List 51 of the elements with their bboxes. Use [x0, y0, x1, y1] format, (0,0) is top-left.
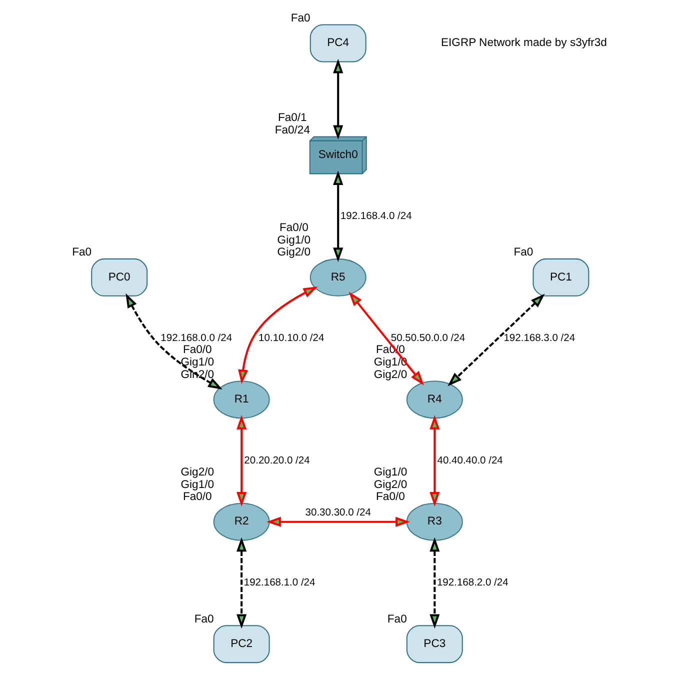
edge-label: 20.20.20.0 /24 [244, 455, 310, 466]
node-ellipse: R2 [212, 502, 270, 541]
node-label: Fa0 [513, 246, 533, 259]
node-box: PC2 [212, 625, 270, 664]
arrow [236, 415, 246, 506]
arrow [236, 537, 246, 629]
arrow [429, 537, 440, 629]
node-label: Fa0/0 [376, 491, 404, 504]
node-label: Fa0/24 [274, 124, 310, 136]
arrow [447, 294, 544, 386]
node-label: Fa0/0 [279, 222, 308, 234]
arrow [238, 286, 318, 384]
node-label: Fa0 [72, 246, 92, 259]
node-box: PC0 [90, 258, 148, 296]
node-label: Gig1/0 [180, 478, 214, 491]
arrow [332, 58, 343, 140]
arrow [266, 516, 410, 527]
edge-label: 30.30.30.0 /24 [304, 508, 370, 519]
node-label: Gig2/0 [180, 466, 214, 478]
node-label: Gig2/0 [373, 478, 407, 491]
node-label: Gig1/0 [276, 234, 310, 246]
edge-label: 192.168.2.0 /24 [436, 578, 508, 589]
edge-label: 10.10.10.0 /24 [258, 333, 324, 344]
node-ellipse: R1 [212, 380, 270, 419]
node-label: Gig2/0 [373, 368, 407, 381]
edge-label: 192.168.3.0 /24 [503, 333, 575, 344]
node-box: PC4 [309, 24, 366, 62]
node-label: Fa0/1 [277, 112, 306, 124]
node-ellipse: R3 [406, 502, 462, 541]
node-label: Fa0 [290, 12, 310, 24]
node-ellipse: R4 [406, 380, 462, 419]
node-label: Fa0 [386, 613, 406, 626]
edge-label: 50.50.50.0.0 /24 [390, 333, 465, 344]
node-label: Gig1/0 [180, 356, 214, 369]
node-ellipse: R5 [309, 258, 366, 296]
arrow [429, 415, 440, 506]
edge-label: 192.168.1.0 /24 [243, 578, 315, 589]
node-box: PC3 [406, 625, 462, 664]
node-label: Fa0 [194, 613, 214, 626]
node-label: Fa0/0 [182, 491, 212, 504]
edge-label: 192.168.0.0 /24 [160, 333, 232, 344]
node-box: PC1 [532, 258, 589, 296]
label: EIGRP Network made by s3yfr3d [440, 37, 606, 50]
node-label: Gig2/0 [276, 246, 310, 259]
edge-label: 40.40.40.0 /24 [436, 455, 502, 466]
arrow [348, 292, 424, 386]
node-label: Gig1/0 [373, 466, 407, 478]
node-label: Fa0/0 [182, 344, 212, 356]
arrow [332, 170, 343, 262]
edge-label: 192.168.4.0 /24 [340, 210, 412, 222]
arrow [125, 293, 222, 390]
